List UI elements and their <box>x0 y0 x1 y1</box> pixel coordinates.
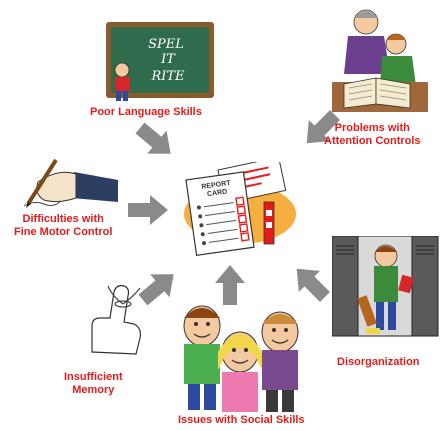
label-motor-line1: Difficulties with <box>22 213 104 225</box>
arrow-from-language <box>130 116 181 166</box>
board-line3: RITE <box>150 69 185 84</box>
label-attention: Problems with Attention Controls <box>324 122 421 148</box>
label-language: Poor Language Skills <box>90 106 202 118</box>
label-motor-line2: Fine Motor Control <box>14 226 113 238</box>
arrow-from-motor <box>128 195 168 225</box>
friends-group-icon <box>183 305 299 412</box>
card-title-line1: REPORT <box>201 180 232 191</box>
card-title-line2: CARD <box>207 188 228 198</box>
writing-hand-icon <box>23 158 118 208</box>
board-line2: IT <box>160 52 176 67</box>
label-attention-line1: Problems with <box>334 122 410 134</box>
label-memory: Insufficient Memory <box>64 371 123 397</box>
board-line1: SPEL <box>148 37 184 52</box>
label-organization: Disorganization <box>337 356 420 368</box>
label-memory-line2: Memory <box>72 384 115 396</box>
label-social: Issues with Social Skills <box>178 414 305 426</box>
locker-boy-icon <box>332 236 439 337</box>
report-card-icon: REPORT CARD <box>184 162 296 256</box>
chalkboard-icon: SPEL IT RITE <box>106 22 214 101</box>
reading-tutor-icon <box>332 9 428 112</box>
label-motor: Difficulties with Fine Motor Control <box>14 213 112 239</box>
label-attention-line2: Attention Controls <box>324 135 421 147</box>
string-finger-icon <box>91 285 141 355</box>
label-memory-line1: Insufficient <box>64 371 123 383</box>
